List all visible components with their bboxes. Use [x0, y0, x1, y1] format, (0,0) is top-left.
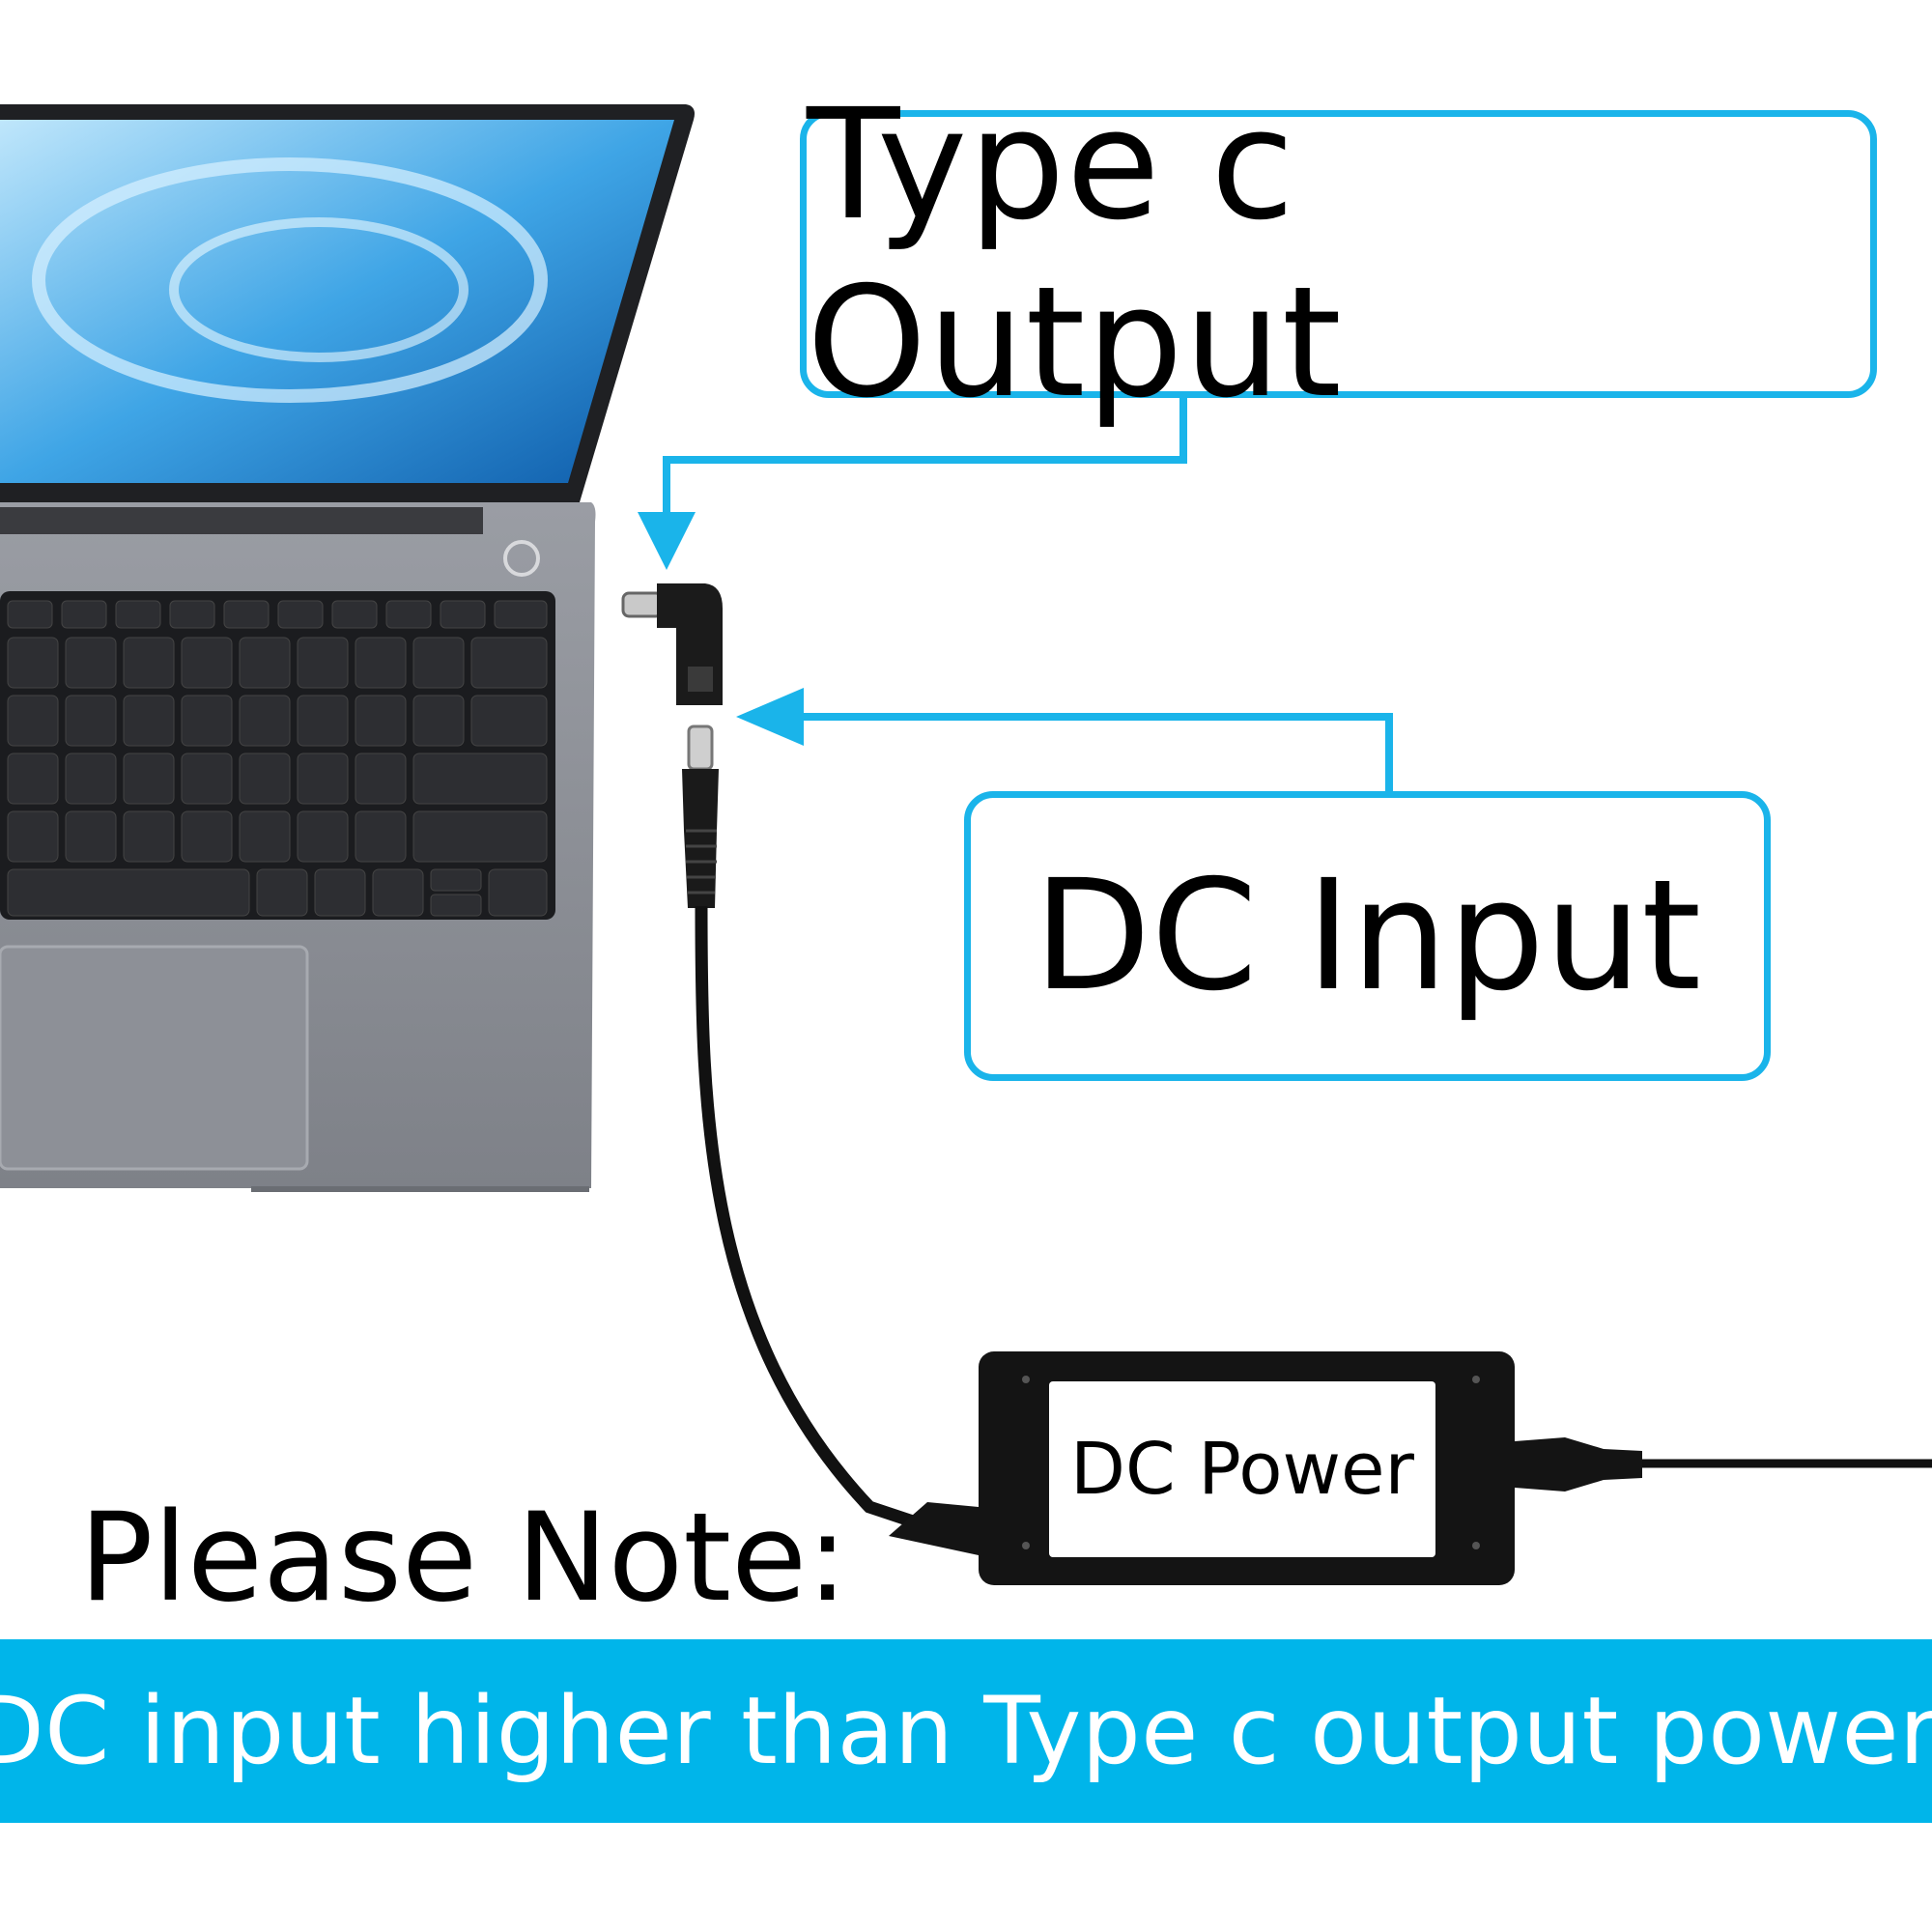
dc-power-text: DC Power	[1070, 1428, 1414, 1511]
dc-input-callout: DC Input	[964, 791, 1771, 1081]
type-c-output-label: Type c Output	[807, 76, 1343, 432]
dc-plug-icon	[682, 724, 719, 908]
laptop-illustration	[0, 104, 695, 1192]
dc-power-label: DC Power	[1049, 1381, 1435, 1557]
type-c-adapter-icon	[621, 583, 723, 705]
dc-input-arrow-head	[736, 688, 804, 746]
note-banner: DC input higher than Type c output power…	[0, 1639, 1932, 1823]
dc-input-connector-line	[781, 713, 1393, 791]
type-c-output-callout: Type c Output	[800, 76, 1877, 432]
dc-input-label: DC Input	[1033, 847, 1702, 1025]
type-c-connector-line	[663, 398, 1187, 536]
note-text: DC input higher than Type c output power…	[0, 1677, 1932, 1785]
dc-cable	[695, 905, 988, 1552]
note-title: Please Note:	[79, 1486, 848, 1629]
type-c-arrow-head	[638, 512, 696, 570]
